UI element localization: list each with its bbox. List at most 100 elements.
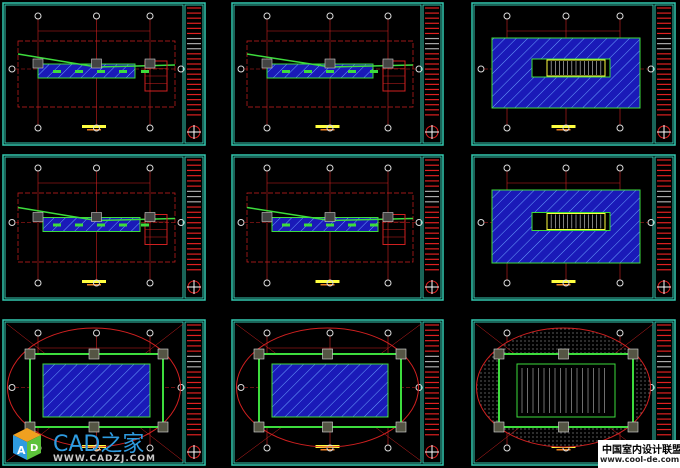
grid-bubble xyxy=(326,164,334,172)
title-block xyxy=(654,4,674,144)
label-tag xyxy=(119,70,127,73)
label-tag xyxy=(348,223,356,227)
sheet-inner-frame xyxy=(4,4,184,144)
column xyxy=(91,58,102,69)
label-tag xyxy=(53,70,61,73)
sheet-outer-frame xyxy=(2,319,206,466)
grid-bubble xyxy=(562,164,570,172)
cad-sheet xyxy=(471,2,676,146)
grid-bubble xyxy=(384,124,392,132)
outline-dashed xyxy=(17,40,176,108)
title-block xyxy=(422,321,442,464)
grid-bubble xyxy=(477,219,485,226)
sheet-outer-frame xyxy=(471,319,676,466)
grid-bubble xyxy=(93,164,100,172)
grid-bubble xyxy=(146,12,154,20)
grid-bubble xyxy=(34,329,42,337)
outline-dashed xyxy=(17,192,176,263)
grid-bubble xyxy=(616,164,624,172)
sheet-outer-frame xyxy=(471,2,676,146)
outline-dashed xyxy=(246,192,414,263)
label-tag xyxy=(53,223,61,227)
grid-bubble xyxy=(263,444,271,452)
grid-bubble xyxy=(263,279,271,287)
grid-bubble xyxy=(146,329,154,337)
cool-de-name: 中国室内设计联盟 xyxy=(602,445,680,456)
grid-bubble xyxy=(616,12,624,20)
column xyxy=(261,212,273,222)
label-tag xyxy=(75,70,83,73)
column xyxy=(322,348,333,360)
title-block xyxy=(654,156,674,299)
column xyxy=(493,421,505,433)
column xyxy=(91,212,102,222)
sheet-outer-frame xyxy=(471,154,676,301)
sheet-outer-frame xyxy=(2,2,206,146)
grid-bubble xyxy=(384,444,392,452)
column xyxy=(157,348,169,360)
label-tag xyxy=(119,223,127,227)
label-tag xyxy=(370,70,378,73)
hatched-ceiling-panel xyxy=(42,363,151,418)
grid-bubble xyxy=(34,12,42,20)
grid-bubble xyxy=(8,65,16,73)
label-tag xyxy=(282,70,290,73)
grid-bubble xyxy=(503,12,511,20)
cad-sheet xyxy=(471,319,676,466)
label-tag xyxy=(326,223,334,227)
grid-bubble xyxy=(503,279,511,287)
sheet-outer-frame xyxy=(2,154,206,301)
grid-bubble xyxy=(263,164,271,172)
column xyxy=(144,212,156,222)
grid-bubble xyxy=(146,124,154,132)
grid-bubble xyxy=(237,219,245,226)
cool-de-url: www.cool-de.com xyxy=(600,455,680,465)
label-tag xyxy=(326,70,334,73)
grid-bubble xyxy=(326,279,334,287)
label-tag xyxy=(282,223,290,227)
grid-bubble xyxy=(34,279,42,287)
grid-bubble xyxy=(237,65,245,73)
sheet-inner-frame xyxy=(233,156,422,299)
column xyxy=(157,421,169,433)
column xyxy=(322,421,333,433)
cad-sheet xyxy=(2,154,206,301)
sheet-inner-frame xyxy=(473,156,654,299)
column xyxy=(253,421,265,433)
grid-bubble xyxy=(616,124,624,132)
grid-bubble xyxy=(34,164,42,172)
label-tag xyxy=(97,70,105,73)
grid-bubble xyxy=(146,164,154,172)
column xyxy=(32,212,44,222)
grid-bubble xyxy=(263,124,271,132)
cad-home-url: WWW.CADZJ.COM xyxy=(53,454,157,464)
cad-home-watermark: A D CAD之家 WWW.CADZJ.COM xyxy=(5,418,205,468)
grid-bubble xyxy=(384,329,392,337)
label-tag xyxy=(141,223,149,227)
grid-bubble xyxy=(477,65,485,73)
label-tag xyxy=(370,223,378,227)
grid-bubble xyxy=(326,12,334,20)
outline-dashed xyxy=(246,40,414,108)
label-tag xyxy=(304,223,312,227)
label-tag xyxy=(97,223,105,227)
grid-bubble xyxy=(384,279,392,287)
column xyxy=(144,58,156,69)
label-tag xyxy=(141,70,149,73)
cad-sheet xyxy=(231,2,444,146)
svg-text:A: A xyxy=(17,444,26,457)
grid-bubble xyxy=(384,12,392,20)
column xyxy=(324,58,336,69)
cad-sheet xyxy=(2,2,206,146)
title-block xyxy=(184,4,204,144)
grid-bubble xyxy=(616,279,624,287)
svg-text:D: D xyxy=(30,443,38,454)
grid-bubble xyxy=(93,444,100,452)
elliptical-ceiling xyxy=(236,327,419,448)
grid-bubble xyxy=(562,124,570,132)
column xyxy=(382,58,394,69)
grid-bubble xyxy=(326,444,334,452)
grid-bubble xyxy=(237,384,245,391)
cad-home-name: CAD之家 xyxy=(53,432,145,457)
